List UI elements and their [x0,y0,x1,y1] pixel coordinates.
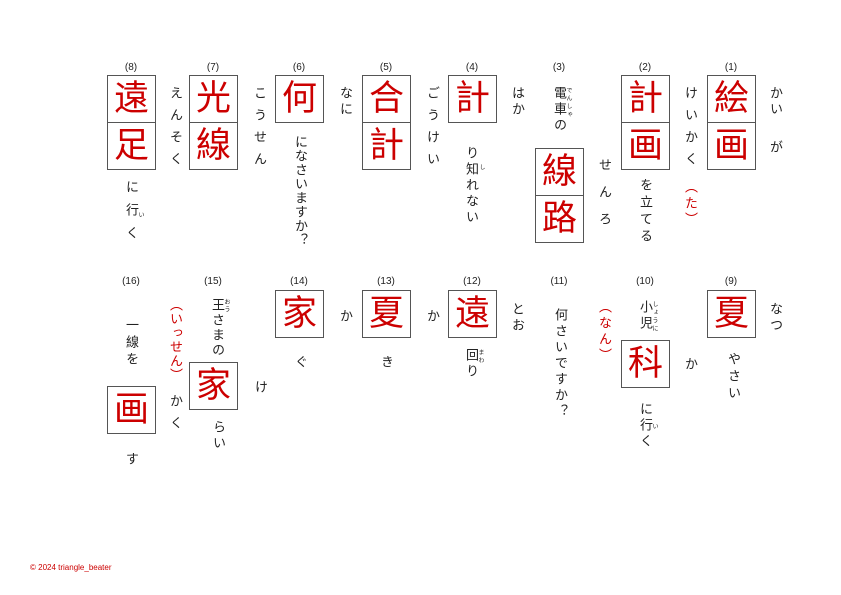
reading: なつ [767,302,782,334]
question-number: (14) [290,276,308,287]
kanji: 路 [536,195,583,242]
sentence-text: やさい [725,352,740,403]
question-number: (3) [552,62,566,73]
sentence-text: になさいますか？ [292,135,307,247]
reading: か [337,309,352,325]
reading: か [682,357,697,373]
reading: こうせん [251,86,266,174]
kanji: 線 [541,151,577,192]
kanji-box: 遠 足 [107,75,156,170]
kanji-box: 家 [275,290,324,338]
kanji: 夏 [368,293,404,334]
sentence-text: に行いく [123,180,144,249]
kanji: 画 [113,389,149,430]
kanji-box: 何 [275,75,324,123]
sentence-text: 何さいですか？ [552,308,567,420]
question-number: (11) [550,276,568,287]
kanji: 夏 [713,293,749,334]
kanji-box: 夏 [707,290,756,338]
sentence-text: き [378,355,393,371]
reading: け [252,380,267,396]
kanji: 家 [195,365,231,406]
kanji: 足 [108,122,155,169]
furigana: し [478,164,485,170]
reading: はか [509,86,524,118]
kanji: 計 [363,122,410,169]
reading: かく [167,394,182,438]
question-number: (13) [377,276,395,287]
question-number: (4) [465,62,479,73]
kanji: 計 [627,78,663,119]
question-number: (10) [636,276,654,287]
kanji-box: 線 路 [535,148,584,243]
kanji-box: 計 [448,75,497,123]
sentence-text: す [123,452,138,468]
kanji: 合 [368,78,404,119]
kanji-box: 遠 [448,290,497,338]
kanji: 線 [190,122,237,169]
reading: とお [509,302,524,334]
kanji-box: 夏 [362,290,411,338]
reading: かい [767,86,782,118]
question-number: (9) [724,276,738,287]
question-number: (6) [292,62,306,73]
sentence-text: ぐ [292,355,307,371]
kanji: 光 [195,78,231,119]
sentence-text: に行いく [637,402,658,450]
okurigana-answer: （なん） [596,300,611,364]
kanji: 遠 [454,293,490,334]
reading: が [767,140,782,156]
sentence-text: 王おうさまの [209,298,230,358]
question-number: (12) [463,276,481,287]
question-number: (16) [122,276,140,287]
kanji: 計 [454,78,490,119]
sentence-text: 小児しょうに [637,300,658,332]
sentence-text: 電車でんしゃの [551,86,572,134]
sentence-text: らい [210,420,225,452]
kanji-box: 合 計 [362,75,411,170]
kanji: 何 [281,78,317,119]
copyright: © 2024 triangle_beater [30,563,112,572]
reading: なに [337,86,352,118]
kanji-box: 科 [621,340,670,388]
kanji: 絵 [713,78,749,119]
okurigana-answer: （いっせん） [167,298,182,382]
question-number: (5) [379,62,393,73]
sentence-text: り知れない [463,146,478,226]
kanji: 画 [708,122,755,169]
kanji-box: 家 [189,362,238,410]
question-number: (8) [124,62,138,73]
kanji: 科 [627,343,663,384]
kanji-box: 画 [107,386,156,434]
reading: ごうけい [424,86,439,174]
okurigana-answer: （た） [682,180,697,228]
reading: か [424,309,439,325]
sentence-text: 回まわり [463,348,484,380]
question-number: (15) [204,276,222,287]
kanji: 家 [281,293,317,334]
question-number: (7) [206,62,220,73]
kanji-box: 絵 画 [707,75,756,170]
sentence-text: 一線を [123,318,138,369]
reading: せんろ [596,158,611,239]
kanji: 画 [622,122,669,169]
reading: けいかく [682,86,697,174]
kanji-box: 光 線 [189,75,238,170]
question-number: (2) [638,62,652,73]
reading: えんそく [167,86,182,174]
kanji: 遠 [113,78,149,119]
question-number: (1) [724,62,738,73]
kanji-box: 計 画 [621,75,670,170]
sentence-text: を立てる [637,178,652,246]
